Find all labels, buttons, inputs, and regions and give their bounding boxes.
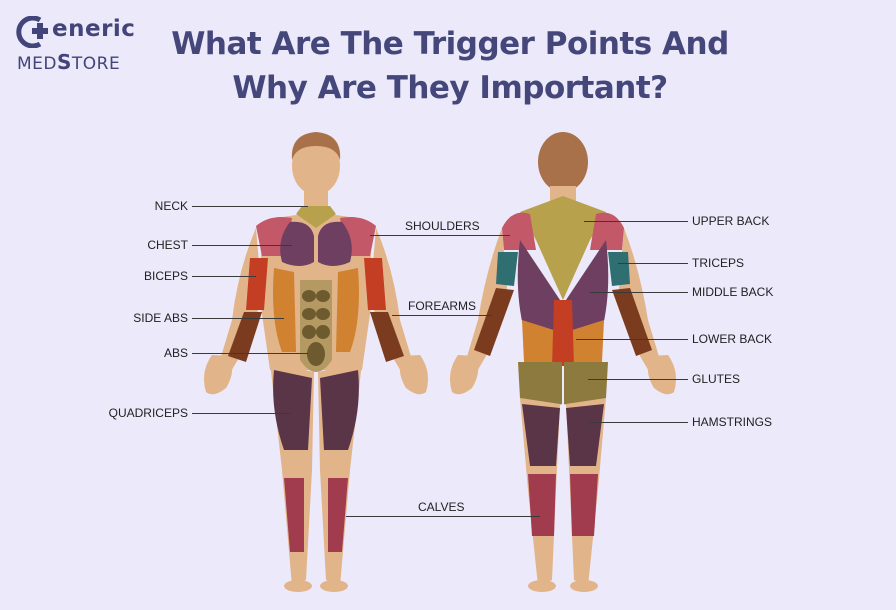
label-side-abs: SIDE ABS bbox=[100, 311, 188, 325]
glutes-leader-line bbox=[588, 379, 688, 380]
triceps-leader-line bbox=[618, 263, 688, 264]
upper-back-leader-line bbox=[584, 221, 688, 222]
label-lower-back: LOWER BACK bbox=[692, 332, 772, 346]
forearms-leader-line bbox=[392, 315, 492, 316]
back-body-figure bbox=[450, 132, 676, 592]
label-calves: CALVES bbox=[418, 500, 464, 514]
hamstrings-leader-line bbox=[590, 422, 688, 423]
shoulders-leader-line bbox=[370, 235, 510, 236]
label-biceps: BICEPS bbox=[100, 269, 188, 283]
label-chest: CHEST bbox=[100, 238, 188, 252]
label-middle-back: MIDDLE BACK bbox=[692, 285, 773, 299]
label-upper-back: UPPER BACK bbox=[692, 214, 769, 228]
lower-back-leader-line bbox=[576, 339, 688, 340]
label-glutes: GLUTES bbox=[692, 372, 740, 386]
label-forearms: FOREARMS bbox=[408, 299, 476, 313]
label-triceps: TRICEPS bbox=[692, 256, 744, 270]
label-hamstrings: HAMSTRINGS bbox=[692, 415, 772, 429]
label-neck: NECK bbox=[100, 199, 188, 213]
calves-leader-line bbox=[346, 516, 540, 517]
middle-back-leader-line bbox=[590, 292, 688, 293]
side-abs-leader-line bbox=[192, 318, 284, 319]
quadriceps-leader-line bbox=[192, 413, 290, 414]
chest-leader-line bbox=[192, 245, 292, 246]
label-quadriceps: QUADRICEPS bbox=[100, 406, 188, 420]
neck-leader-line bbox=[192, 206, 308, 207]
label-shoulders: SHOULDERS bbox=[405, 219, 480, 233]
biceps-leader-line bbox=[192, 276, 256, 277]
label-abs: ABS bbox=[100, 346, 188, 360]
front-body-figure bbox=[204, 132, 428, 592]
abs-leader-line bbox=[192, 353, 308, 354]
